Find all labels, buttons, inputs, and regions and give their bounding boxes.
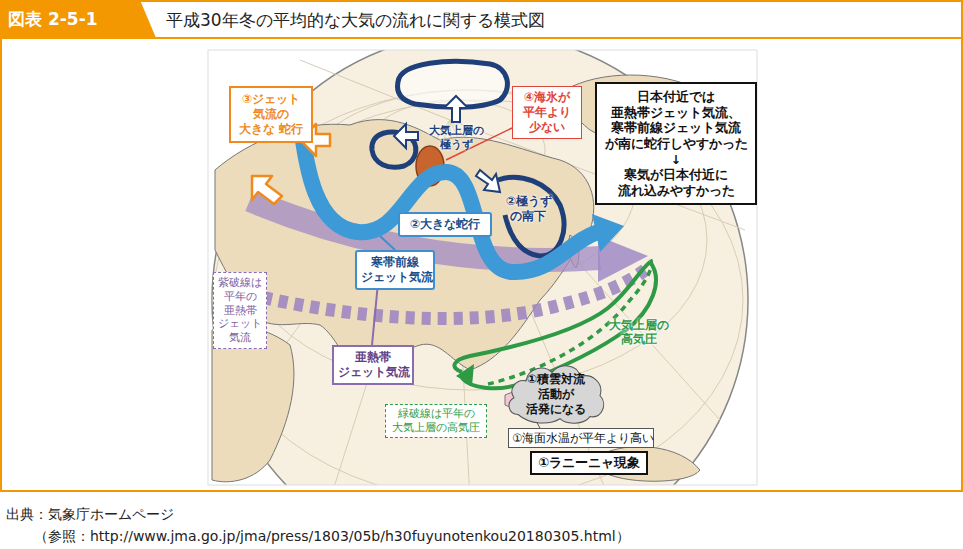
figure-title: 平成30年冬の平均的な大気の流れに関する模式図 <box>166 9 545 32</box>
box-text: ③ジェット 気流の 大きな 蛇行 <box>234 92 308 137</box>
source-note: （参照：http://www.jma.go.jp/jma/press/1803/… <box>34 528 794 546</box>
box-text: 寒気が日本付近に 流れ込みやすかった <box>601 167 751 198</box>
summary-box: 日本付近では 亜熱帯ジェット気流、 寒帯前線ジェット気流 が南に蛇行しやすかった… <box>595 82 757 205</box>
callout-box: ④海氷が 平年より 少ない <box>512 86 582 139</box>
box-text: ①積雲対流 活動が 活発になる <box>512 372 600 417</box>
map-label: ②極うず の南下 <box>506 194 550 224</box>
callout-box: ③ジェット 気流の 大きな 蛇行 <box>229 86 313 143</box>
callout-box: ①海面水温が平年より高い <box>508 428 654 448</box>
box-text: ①ラニーニャ現象 <box>536 455 642 471</box>
box-text: ↓ <box>601 152 751 168</box>
map-label: 大気上層の 極うず <box>428 124 484 152</box>
cloud-shape: ①積雲対流 活動が 活発になる <box>506 362 606 425</box>
callout-box: 寒帯前線 ジェット気流 <box>355 250 435 290</box>
box-text: ①海面水温が平年より高い <box>512 431 650 445</box>
note-box: 紫破線は 平年の 亜熱帯 ジェット 気流 <box>213 272 267 349</box>
callout-box: ②大きな蛇行 <box>398 212 492 237</box>
box-text: 寒帯前線 ジェット気流 <box>361 255 429 285</box>
box-text: ④海氷が 平年より 少ない <box>515 90 579 135</box>
box-text: ②大きな蛇行 <box>404 217 486 232</box>
callout-box: ①ラニーニャ現象 <box>530 451 648 475</box>
figure-number: 図表 2-5-1 <box>8 9 138 30</box>
box-text: 亜熱帯 ジェット気流 <box>338 350 408 380</box>
map-label: 大気上層の 高気圧 <box>598 318 680 347</box>
box-text: 紫破線は 平年の 亜熱帯 ジェット 気流 <box>216 276 264 345</box>
callout-box: 亜熱帯 ジェット気流 <box>332 345 414 385</box>
box-text: 日本付近では 亜熱帯ジェット気流、 寒帯前線ジェット気流 が南に蛇行しやすかった <box>601 89 751 152</box>
box-text: 緑破線は平年の 大気上層の高気圧 <box>388 407 484 435</box>
source-note: 出典：気象庁ホームページ <box>6 506 406 524</box>
note-box: 緑破線は平年の 大気上層の高気圧 <box>385 404 487 438</box>
